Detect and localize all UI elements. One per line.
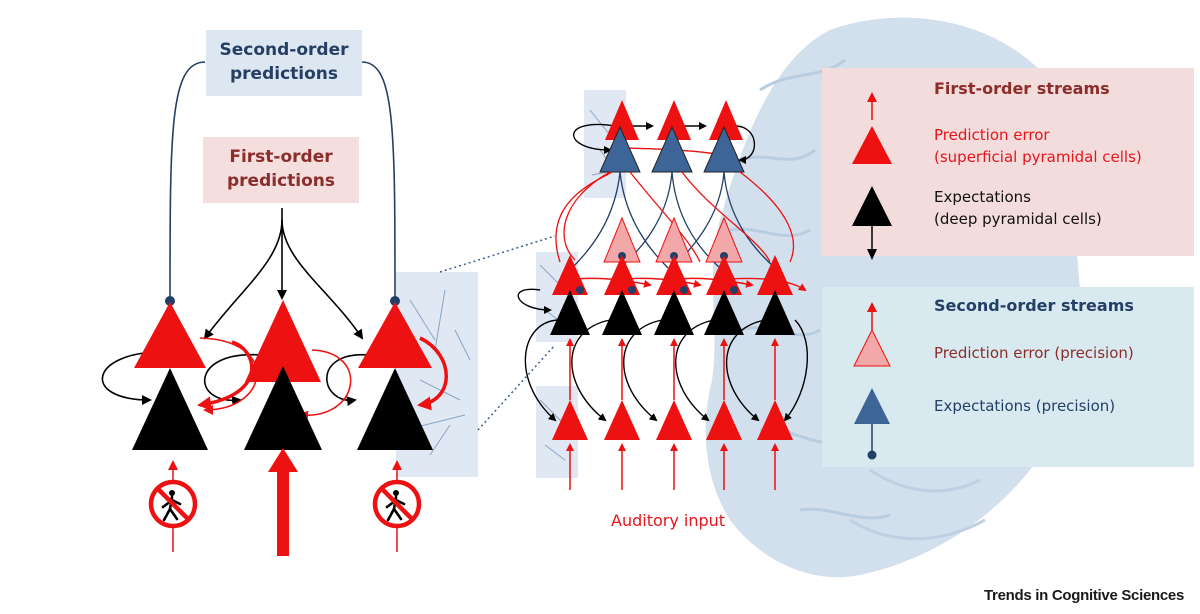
superficial-cell bbox=[358, 302, 432, 368]
superficial-cell bbox=[134, 302, 206, 368]
network-middle-layer bbox=[517, 255, 807, 335]
legend-second-exp: Expectations (precision) bbox=[934, 397, 1116, 415]
network-descending-expectations bbox=[524, 319, 808, 422]
legend-first-exp: Expectations (deep pyramidal cells) bbox=[934, 186, 1102, 230]
legend-second-pe: Prediction error (precision) bbox=[934, 344, 1134, 362]
legend-first-pe: Prediction error (superficial pyramidal … bbox=[934, 124, 1142, 168]
first-order-line-2: predictions bbox=[226, 171, 335, 191]
legend-first-exp-line-2: (deep pyramidal cells) bbox=[934, 210, 1102, 228]
second-order-line-1: Second-order bbox=[219, 40, 349, 60]
no-pedestrian-icon bbox=[148, 479, 198, 529]
second-order-predictions-box: Second-order predictions bbox=[206, 30, 362, 96]
zoom-line-top bbox=[439, 235, 556, 273]
legend-second-exp-glyph bbox=[854, 388, 890, 460]
first-order-predictions-box: First-order predictions bbox=[203, 137, 359, 203]
legend-first-pe-line-1: Prediction error bbox=[934, 126, 1050, 144]
legend-first-exp-glyph bbox=[852, 186, 892, 260]
deep-cell bbox=[357, 368, 433, 450]
precision-node-left bbox=[165, 296, 175, 306]
no-pedestrian-icon bbox=[372, 479, 422, 529]
legend-first-pe-glyph bbox=[852, 92, 892, 164]
legend-first-exp-line-1: Expectations bbox=[934, 188, 1031, 206]
second-order-line-2: predictions bbox=[229, 64, 338, 84]
left-column-2 bbox=[244, 300, 322, 556]
deep-cell bbox=[132, 368, 208, 450]
legend-second-pe-glyph bbox=[853, 302, 891, 367]
legend-first-pe-line-2: (superficial pyramidal cells) bbox=[934, 148, 1142, 166]
auditory-input-label: Auditory input bbox=[611, 511, 726, 530]
second-order-link-left bbox=[169, 61, 206, 301]
zoom-line-bottom bbox=[477, 344, 556, 431]
lateral-loops bbox=[101, 336, 448, 421]
first-order-prediction-arrows bbox=[203, 208, 364, 340]
journal-credit: Trends in Cognitive Sciences bbox=[984, 587, 1184, 604]
network-precision-error-cells bbox=[603, 216, 743, 263]
legend-glyphs bbox=[852, 92, 892, 460]
legend-first-title: First-order streams bbox=[934, 79, 1110, 98]
network-bottom-layer bbox=[552, 338, 793, 490]
legend-second-title: Second-order streams bbox=[934, 296, 1134, 315]
first-order-line-1: First-order bbox=[229, 147, 333, 167]
deep-cell bbox=[244, 366, 322, 450]
legend-second-order-panel bbox=[822, 287, 1194, 467]
superficial-cell bbox=[245, 300, 321, 382]
precision-node-right bbox=[390, 296, 400, 306]
second-order-link-right bbox=[361, 61, 396, 301]
